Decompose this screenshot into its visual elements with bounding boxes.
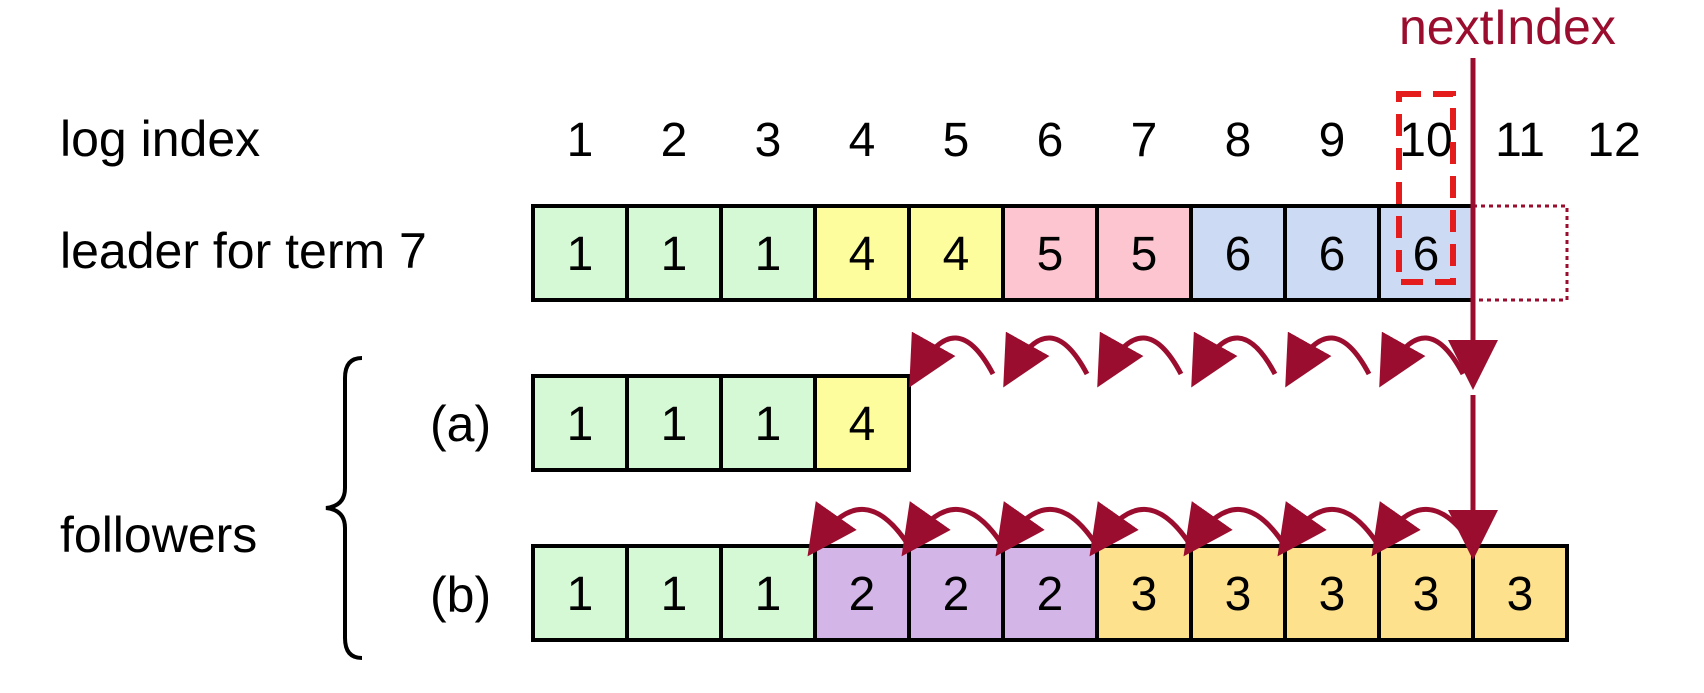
leader-entry-term: 4 <box>849 228 876 281</box>
log-index-number: 8 <box>1225 114 1252 167</box>
follower-a-entry-term: 1 <box>661 398 688 451</box>
follower-b-label: (b) <box>430 567 491 623</box>
leader-entry-term: 1 <box>567 228 594 281</box>
backoff-arrow-b <box>1277 501 1382 557</box>
log-index-number: 6 <box>1037 114 1064 167</box>
follower-a-entry-cell <box>719 374 817 472</box>
leader-entry-cell <box>1283 204 1381 302</box>
leader-entry-term: 6 <box>1225 228 1252 281</box>
backoff-arrow-a <box>1097 331 1184 388</box>
backoff-arrow-a <box>1285 331 1372 388</box>
follower-b-log: 1 1 1 2 2 2 3 3 3 3 3 <box>531 544 1569 642</box>
follower-b-entry-term: 3 <box>1319 568 1346 621</box>
log-index-number: 3 <box>755 114 782 167</box>
leader-log: 1 1 1 4 4 5 5 6 6 6 <box>531 204 1475 302</box>
follower-b-entry-term: 1 <box>661 568 688 621</box>
follower-b-entry-cell <box>907 544 1005 642</box>
leader-entry-cell <box>907 204 1005 302</box>
follower-b-entry-cell <box>1283 544 1381 642</box>
leader-entry-cell <box>531 204 629 302</box>
log-index-number: 5 <box>943 114 970 167</box>
follower-b-entry-cell <box>719 544 817 642</box>
leader-entry-term: 6 <box>1319 228 1346 281</box>
follower-b-entry-cell <box>1001 544 1099 642</box>
backoff-arrow-a <box>1191 331 1278 388</box>
leader-entry-cell <box>1189 204 1287 302</box>
follower-b-entry-term: 3 <box>1507 568 1534 621</box>
leader-entry-term: 5 <box>1131 228 1158 281</box>
log-index-number: 12 <box>1587 114 1640 167</box>
leader-label: leader for term 7 <box>60 223 427 279</box>
leader-entry-term: 4 <box>943 228 970 281</box>
next-index-overlay <box>807 58 1569 560</box>
log-index-number: 2 <box>661 114 688 167</box>
backoff-arrow-b <box>995 501 1100 557</box>
backoff-arrow-b <box>1089 501 1194 557</box>
backoff-arrow-a <box>1003 331 1090 388</box>
follower-b-entry-cell <box>625 544 723 642</box>
follower-b-entry-term: 3 <box>1413 568 1440 621</box>
leader-entry-cell <box>625 204 723 302</box>
followers-brace <box>325 356 363 660</box>
follower-b-entry-term: 2 <box>1037 568 1064 621</box>
followers-label: followers <box>60 507 257 563</box>
follower-b-entry-term: 3 <box>1131 568 1158 621</box>
log-index-number: 4 <box>849 114 876 167</box>
log-index-number: 9 <box>1319 114 1346 167</box>
leader-entry-cell <box>1377 204 1475 302</box>
log-index-number: 1 <box>567 114 594 167</box>
follower-a-entry-term: 4 <box>849 398 876 451</box>
leader-entry-term: 1 <box>755 228 782 281</box>
follower-b-entry-term: 2 <box>849 568 876 621</box>
backoff-arrow-b <box>1371 501 1476 557</box>
follower-a-entry-cell <box>625 374 723 472</box>
next-index-label: nextIndex <box>1399 0 1616 55</box>
follower-b-entry-term: 1 <box>567 568 594 621</box>
leader-entry-term: 6 <box>1413 228 1440 281</box>
leader-entry-cell <box>719 204 817 302</box>
backoff-arrow-b <box>901 501 1006 557</box>
log-index-number: 10 <box>1399 114 1452 167</box>
log-index-number: 7 <box>1131 114 1158 167</box>
follower-a-log: 1 1 1 4 <box>531 374 911 472</box>
backoff-arrow-a <box>909 331 996 388</box>
leader-entry-term: 1 <box>661 228 688 281</box>
follower-b-entry-term: 1 <box>755 568 782 621</box>
follower-b-entry-cell <box>1095 544 1193 642</box>
follower-b-entry-term: 2 <box>943 568 970 621</box>
log-index-number: 11 <box>1495 114 1545 167</box>
backoff-arrow-b <box>807 501 912 557</box>
follower-a-entry-cell <box>813 374 911 472</box>
last-entry-highlight <box>1396 91 1456 285</box>
follower-a-entry-term: 1 <box>755 398 782 451</box>
follower-b-entry-term: 3 <box>1225 568 1252 621</box>
follower-b-entry-cell <box>1471 544 1569 642</box>
backoff-arrow-b <box>1183 501 1288 557</box>
leader-entry-cell <box>1095 204 1193 302</box>
follower-a-label: (a) <box>430 396 491 452</box>
leader-next-slot <box>1471 204 1569 302</box>
leader-entry-term: 5 <box>1037 228 1064 281</box>
follower-b-entry-cell <box>1189 544 1287 642</box>
backoff-arrow-a <box>1379 331 1466 388</box>
follower-a-entry-term: 1 <box>567 398 594 451</box>
leader-entry-cell <box>1001 204 1099 302</box>
log-index-label: log index <box>60 111 260 167</box>
